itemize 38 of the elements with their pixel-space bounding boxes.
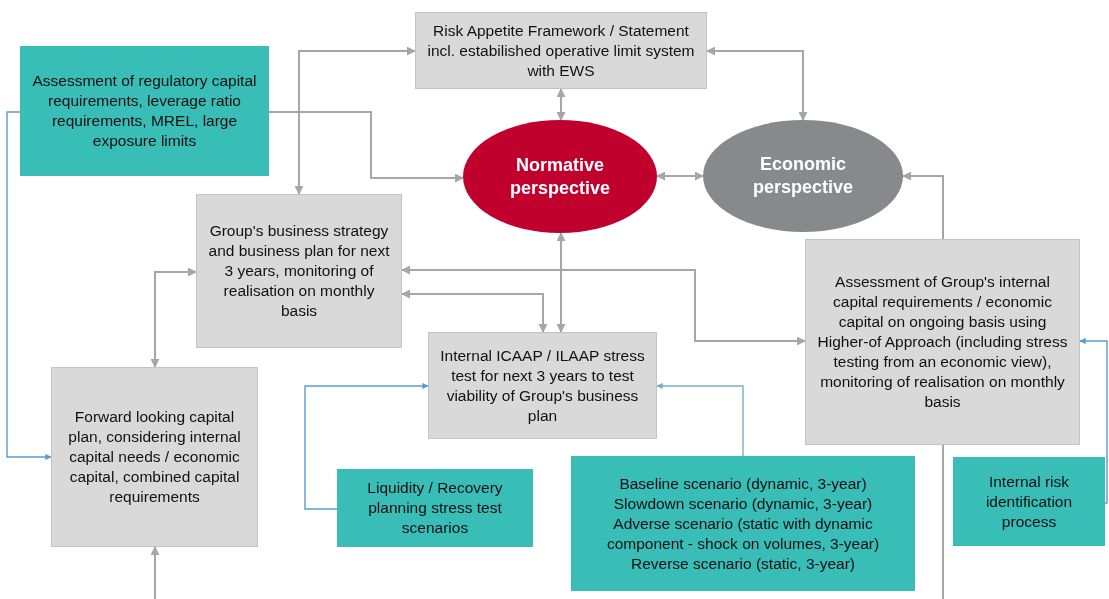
arrow [1079, 337, 1108, 504]
box-text: Group's business strategy and business plan for next 3 years, monitoring of realisation on monthly basis [207, 221, 391, 321]
box-text: Forward looking capital plan, considering internal capital needs / economic capital, combined capital requirements [67, 407, 242, 507]
arrow [902, 171, 944, 240]
process-box [196, 194, 402, 348]
arrow [706, 46, 808, 121]
arrow [6, 111, 52, 461]
box-text: Slowdown scenario (dynamic, 3-year) [613, 493, 873, 514]
arrow [656, 382, 744, 457]
process-box [805, 239, 1080, 445]
box-text: Risk Appetite Framework / Statement incl. estabilished operative limit system with EWS [426, 20, 696, 81]
box-text: Internal risk identification process [984, 471, 1074, 532]
arrow [150, 546, 160, 599]
process-box [428, 332, 657, 439]
arrow [556, 232, 566, 333]
arrow [294, 46, 416, 195]
box-text: Liquidity / Recovery planning stress test scenarios [366, 478, 504, 538]
process-box [51, 367, 258, 547]
arrow [401, 289, 548, 333]
input-box [20, 46, 269, 176]
box-text: Normative perspective [508, 153, 612, 200]
arrow [401, 265, 806, 346]
box-text: Assessment of Group's internal capital requirements / economic capital on ongoing basis using Higher-of Approach (including stress testing from an economic view), monitoring of realisation on monthly basis [816, 272, 1069, 412]
arrow [150, 267, 197, 368]
process-box [415, 12, 707, 89]
box-text: Baseline scenario (dynamic, 3-year) [619, 473, 867, 494]
box-text: Assessment of regulatory capital requirements, leverage ratio requirements, MREL, large exposure limits [31, 71, 258, 151]
arrow [656, 171, 704, 181]
input-box [953, 457, 1105, 546]
arrow [556, 88, 566, 121]
input-box [571, 456, 915, 591]
box-text: Internal ICAAP / ILAAP stress test for next 3 years to test viability of Group's business plan [439, 345, 646, 426]
box-text: Reverse scenario (static, 3-year) [631, 553, 855, 574]
arrow [304, 382, 429, 510]
box-text: Adverse scenario (static with dynamic component - shock on volumes, 3-year) [605, 513, 881, 554]
box-text: Economic perspective [751, 153, 855, 199]
input-box [337, 469, 533, 547]
arrow [268, 111, 465, 183]
